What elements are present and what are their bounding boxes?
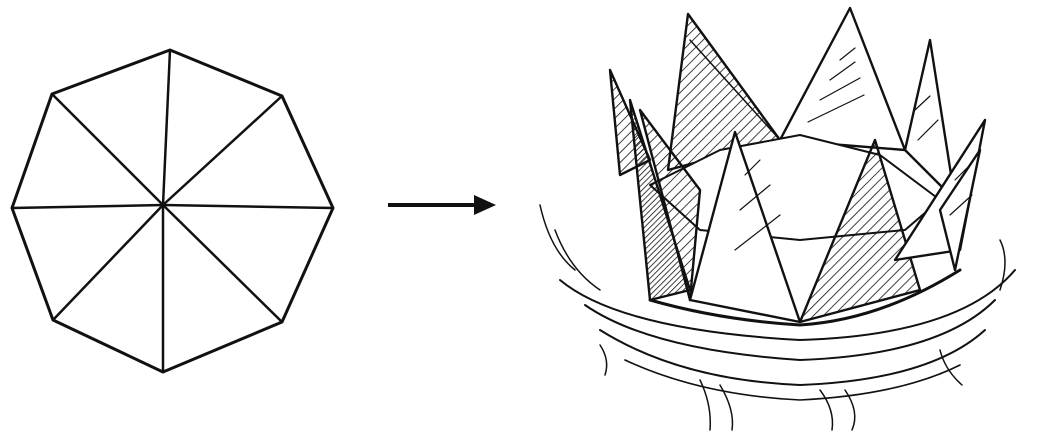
octagon-outline [12, 50, 333, 372]
transform-arrow [388, 195, 496, 215]
folded-crown [540, 8, 1015, 430]
back-petal-right [905, 40, 955, 200]
flat-octagon [12, 50, 333, 372]
back-petal-center [780, 8, 905, 150]
